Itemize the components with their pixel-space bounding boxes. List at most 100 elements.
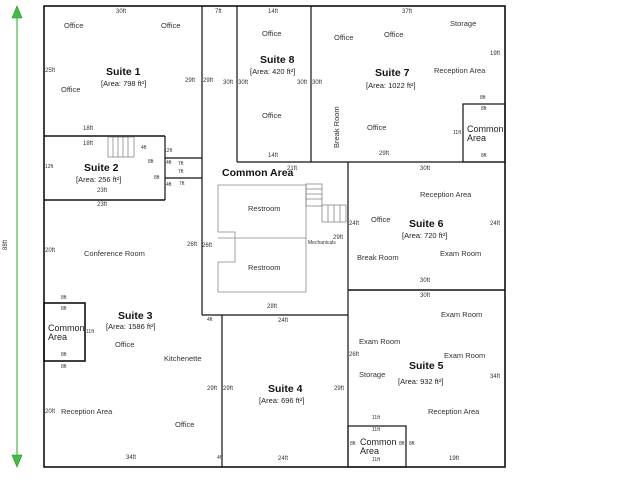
room-restroom: Restroom [248,204,281,213]
dimension-label: 24ft [490,221,501,227]
common-area-label: Common Area [360,437,397,457]
stairs-suite-2 [107,136,135,158]
room-break-room: Break Room [332,106,341,148]
dimension-label: 7ft [178,161,184,167]
dimension-label: 8ft [399,441,405,447]
dimension-label: 4ft [166,160,172,166]
suite-3-area: [Area: 1586 ft²] [106,322,156,331]
dimension-label: 7ft [178,169,184,175]
dimension-label: 18ft [83,141,94,147]
dimension-label: 29ft [379,151,390,157]
dimension-label: 24ft [278,456,289,462]
dimension-label: 11ft [86,329,94,335]
room-storage: Storage [450,19,477,28]
dimension-label: 24ft [349,221,360,227]
room-exam-room: Exam Room [359,337,401,346]
dimension-label: 34ft [126,455,137,461]
dimension-label: 29ft [333,235,344,241]
common-area-box [347,425,407,468]
suite-7-title: Suite 7 [375,67,410,79]
dimension-label: 4ft [217,455,223,461]
room-office: Office [262,111,282,120]
suite-2-title: Suite 2 [84,162,119,174]
room-office: Office [334,33,354,42]
dimension-label: 19ft [490,51,501,57]
suite-4-area: [Area: 696 ft²] [259,396,305,405]
dimension-label: 30ft [297,80,308,86]
dimension-label: 29ft [185,78,196,84]
dimension-label: 25ft [45,68,56,74]
dimension-label: 8ft [481,153,487,159]
room-exam-room: Exam Room [444,351,486,360]
dimension-label: 8ft [61,352,67,358]
suite-5-title: Suite 5 [409,360,444,372]
room-exam-room: Exam Room [440,249,482,258]
room-reception-area: Reception Area [420,190,472,199]
dimension-label: 23ft [97,202,108,208]
common-area-label: Common Area [48,323,85,343]
dimension-label: 29ft [334,386,345,392]
dimension-label: 26ft [202,243,213,249]
dimension-label: 24ft [278,318,289,324]
suite-6-area: [Area: 720 ft²] [402,231,448,240]
dimension-label: 30ft [116,9,127,15]
dimension-label: 11ft [453,130,461,136]
dimension-label: 14ft [268,9,279,15]
suite-6-title: Suite 6 [409,218,444,230]
dimension-label: 30ft [420,293,431,299]
room-office: Office [175,420,195,429]
suite-1-area: [Area: 798 ft²] [101,79,147,88]
room-office: Office [262,29,282,38]
height-dimension [11,5,23,468]
dimension-label: 8ft [481,106,487,112]
dimension-label: 23ft [97,188,108,194]
dimension-label: 18ft [83,126,94,132]
dimension-label: 26ft [349,352,360,358]
suite-4-title: Suite 4 [268,383,303,395]
dimension-label: 29ft [207,386,218,392]
room-office: Office [371,215,391,224]
dimension-label: 19ft [449,456,460,462]
dimension-label: 34ft [490,374,501,380]
restroom-outline [217,184,307,293]
dimension-label: 8ft [154,175,160,181]
room-mechanicals: Mechanicals [308,240,336,246]
dimension-label: 20ft [45,409,56,415]
dimension-label: 7ft [215,9,222,15]
room-reception-area: Reception Area [434,66,486,75]
room-exam-room: Exam Room [441,310,483,319]
room-kitchenette: Kitchenette [164,354,202,363]
common-area-label: Common Area [467,124,504,144]
common-area-title: Common Area [222,167,294,179]
building-outline [43,5,506,468]
room-office: Office [64,21,84,30]
suite-7-area: [Area: 1022 ft²] [366,81,416,90]
room-reception-area: Reception Area [428,407,480,416]
dimension-label: 30ft [312,80,323,86]
dimension-label: 30ft [238,80,249,86]
room-break-room: Break Room [357,253,399,262]
room-office: Office [367,123,387,132]
suite-5-area: [Area: 932 ft²] [398,377,444,386]
dimension-label: 30ft [223,80,234,86]
dimension-label: 4ft [141,145,147,151]
dimension-label: 20ft [45,248,56,254]
suite-8-area: [Area: 420 ft²] [250,67,296,76]
room-office: Office [384,30,404,39]
dimension-label: 8ft [350,441,356,447]
dimension-label: 21ft [287,166,298,172]
suite-8-title: Suite 8 [260,54,295,66]
dimension-label: 4ft [166,182,172,188]
dimension-label: 12ft [45,164,54,170]
dimension-label: 11ft [372,415,380,421]
dimension-label: 12ft [164,148,173,154]
dimension-label: 29ft [223,386,234,392]
dimension-label: 29ft [203,78,214,84]
room-restroom: Restroom [248,263,281,272]
dimension-label: 8ft [148,159,154,165]
room-conference-room: Conference Room [84,249,145,258]
dimension-label: 8ft [61,295,67,301]
dimension-label: 28ft [267,304,278,310]
common-area-box [462,103,506,163]
